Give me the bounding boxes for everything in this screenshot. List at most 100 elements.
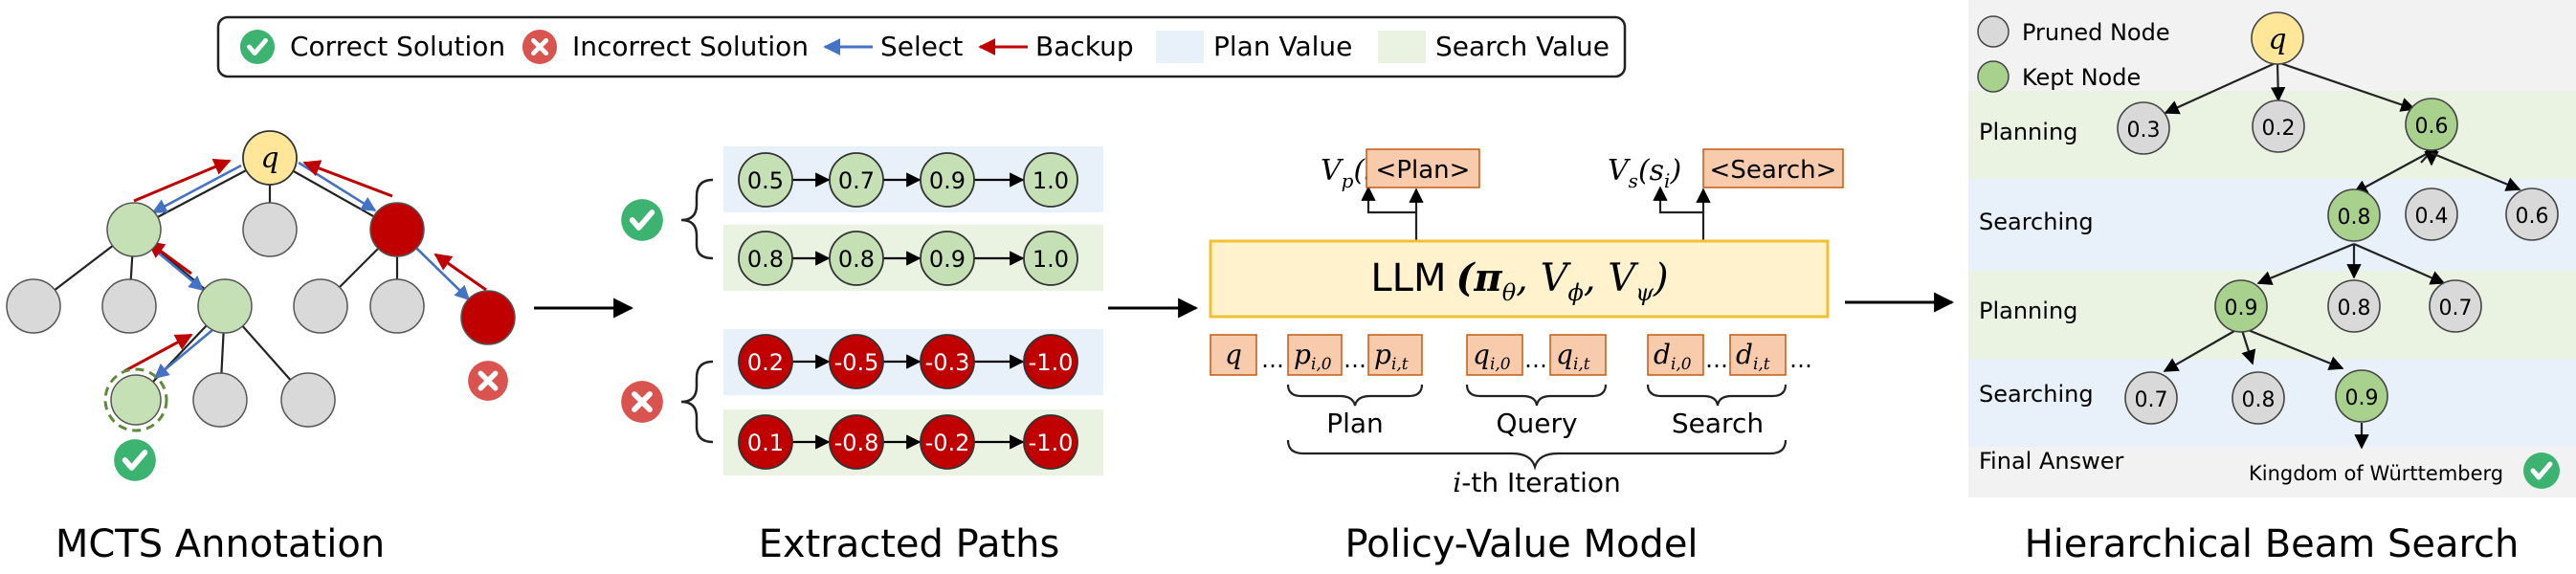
beam-node-value: 0.6: [2415, 115, 2449, 139]
path-node-value: 1.0: [1033, 246, 1069, 273]
token-dots: …: [1344, 346, 1366, 373]
token-box-q0: [1466, 334, 1523, 376]
path-node-incorrect: [920, 334, 975, 389]
mcts-node: [369, 278, 425, 334]
path-node-incorrect: [829, 334, 884, 389]
mcts-node: [110, 374, 162, 426]
path-node-incorrect: [829, 414, 884, 470]
stage-label: Planning: [1979, 119, 2077, 145]
final-answer-text: Kingdom of Württemberg: [2249, 462, 2503, 485]
path-node-value: 0.9: [929, 246, 966, 273]
beam-node-pruned: [2117, 101, 2170, 155]
token-pt: pi,t: [1374, 339, 1409, 374]
plan-value-swatch: [1156, 31, 1204, 63]
mcts-root-label: q: [260, 142, 278, 175]
path-node-value: 0.1: [747, 430, 784, 456]
token-box-d0: [1647, 334, 1704, 376]
beam-node-pruned: [2124, 371, 2178, 425]
legend: Correct Solution Incorrect Solution Sele…: [216, 15, 1627, 78]
mcts-node: [242, 202, 298, 257]
beam-search: Pruned Node Kept Node Planning Searching…: [1968, 0, 2576, 566]
mcts-root-node: [242, 130, 298, 186]
beam-correct-check-icon: [2523, 453, 2560, 489]
path-node-correct: [1023, 231, 1078, 286]
plan-token-box: [1366, 148, 1480, 188]
beam-root-label: q: [2268, 23, 2286, 56]
token-dt: di,t: [1736, 339, 1770, 374]
group-search-label: Search: [1672, 408, 1764, 439]
search-value-swatch: [1378, 31, 1426, 63]
path-node-incorrect: [738, 334, 793, 389]
token-box-pt: [1367, 334, 1423, 376]
path-node-value: -1.0: [1029, 349, 1074, 376]
beam-band-searching: [1968, 179, 2576, 271]
pruned-legend-label: Pruned Node: [2022, 19, 2170, 46]
mcts-correct-check-icon: [114, 439, 156, 481]
kept-node-legend-icon: [1977, 60, 2010, 93]
stage-label: Planning: [1979, 298, 2077, 324]
beam-node-kept: [2335, 369, 2388, 423]
beam-node-pruned: [2327, 279, 2381, 333]
kept-legend-label: Kept Node: [2022, 64, 2141, 91]
path-node-value: -0.2: [925, 430, 970, 456]
legend-correct-label: Correct Solution: [290, 31, 505, 62]
path-node-incorrect: [920, 414, 975, 470]
beam-node-pruned: [2505, 188, 2559, 241]
path-node-incorrect: [1023, 414, 1078, 470]
correct-brace: [680, 178, 714, 260]
beam-node-kept: [2214, 279, 2268, 333]
correct-check-icon: [240, 30, 275, 64]
path-node-value: 0.2: [747, 349, 784, 376]
mcts-node: [192, 372, 248, 428]
mcts-tree: q MCTS Annotation: [6, 130, 516, 566]
llm-box: [1209, 239, 1830, 319]
group-query-label: Query: [1496, 408, 1577, 439]
legend-frame: [216, 15, 1627, 78]
beam-node-pruned: [2405, 188, 2458, 241]
mcts-node: [293, 278, 348, 334]
beam-node-value: 0.4: [2415, 205, 2449, 229]
mcts-selected-ring: [103, 367, 168, 432]
path-node-value: 0.7: [838, 167, 875, 194]
path-node-correct: [1023, 152, 1078, 208]
plan-brace: [1286, 384, 1424, 407]
token-qt: qi,t: [1556, 339, 1590, 374]
path-node-value: -0.5: [834, 349, 879, 376]
model-caption: Policy-Value Model: [1344, 522, 1698, 566]
path-node-correct: [738, 231, 793, 286]
token-dots: …: [1261, 346, 1284, 373]
search-brace: [1646, 384, 1788, 407]
token-dots: …: [1524, 346, 1547, 373]
beam-caption: Hierarchical Beam Search: [2025, 522, 2520, 566]
search-token-box: [1702, 148, 1844, 188]
path-node-value: 0.9: [929, 167, 966, 194]
beam-node-pruned: [2232, 371, 2285, 425]
backup-arrows: [123, 158, 487, 373]
legend-select-label: Select: [880, 31, 963, 62]
paths-incorrect-cross-icon: [621, 381, 663, 423]
path-node-incorrect: [1023, 334, 1078, 389]
llm-label: LLM(πθ, Vϕ, Vψ): [1370, 255, 1668, 306]
incorrect-cross-icon: [522, 30, 557, 64]
legend-incorrect-label: Incorrect Solution: [572, 31, 809, 62]
legend-backup-label: Backup: [1035, 31, 1134, 62]
path-node-incorrect: [738, 414, 793, 470]
mcts-edges: [33, 157, 489, 401]
beam-root-node: [2251, 11, 2304, 65]
beam-node-value: 0.2: [2262, 117, 2296, 141]
path-node-correct: [829, 231, 884, 286]
path-node-value: 0.8: [747, 246, 784, 273]
beam-node-value: 0.8: [2242, 388, 2276, 412]
search-token: <Search>: [1710, 156, 1837, 185]
token-q0: qi,0: [1473, 339, 1511, 374]
token-box-dt: [1729, 334, 1787, 376]
beam-node-value: 0.3: [2127, 119, 2161, 143]
beam-node-value: 0.7: [2135, 388, 2168, 412]
path-node-correct: [920, 231, 975, 286]
path-node-value: -1.0: [1029, 430, 1074, 456]
legend-plan-value-label: Plan Value: [1213, 31, 1352, 62]
beam-node-pruned: [2429, 279, 2482, 333]
